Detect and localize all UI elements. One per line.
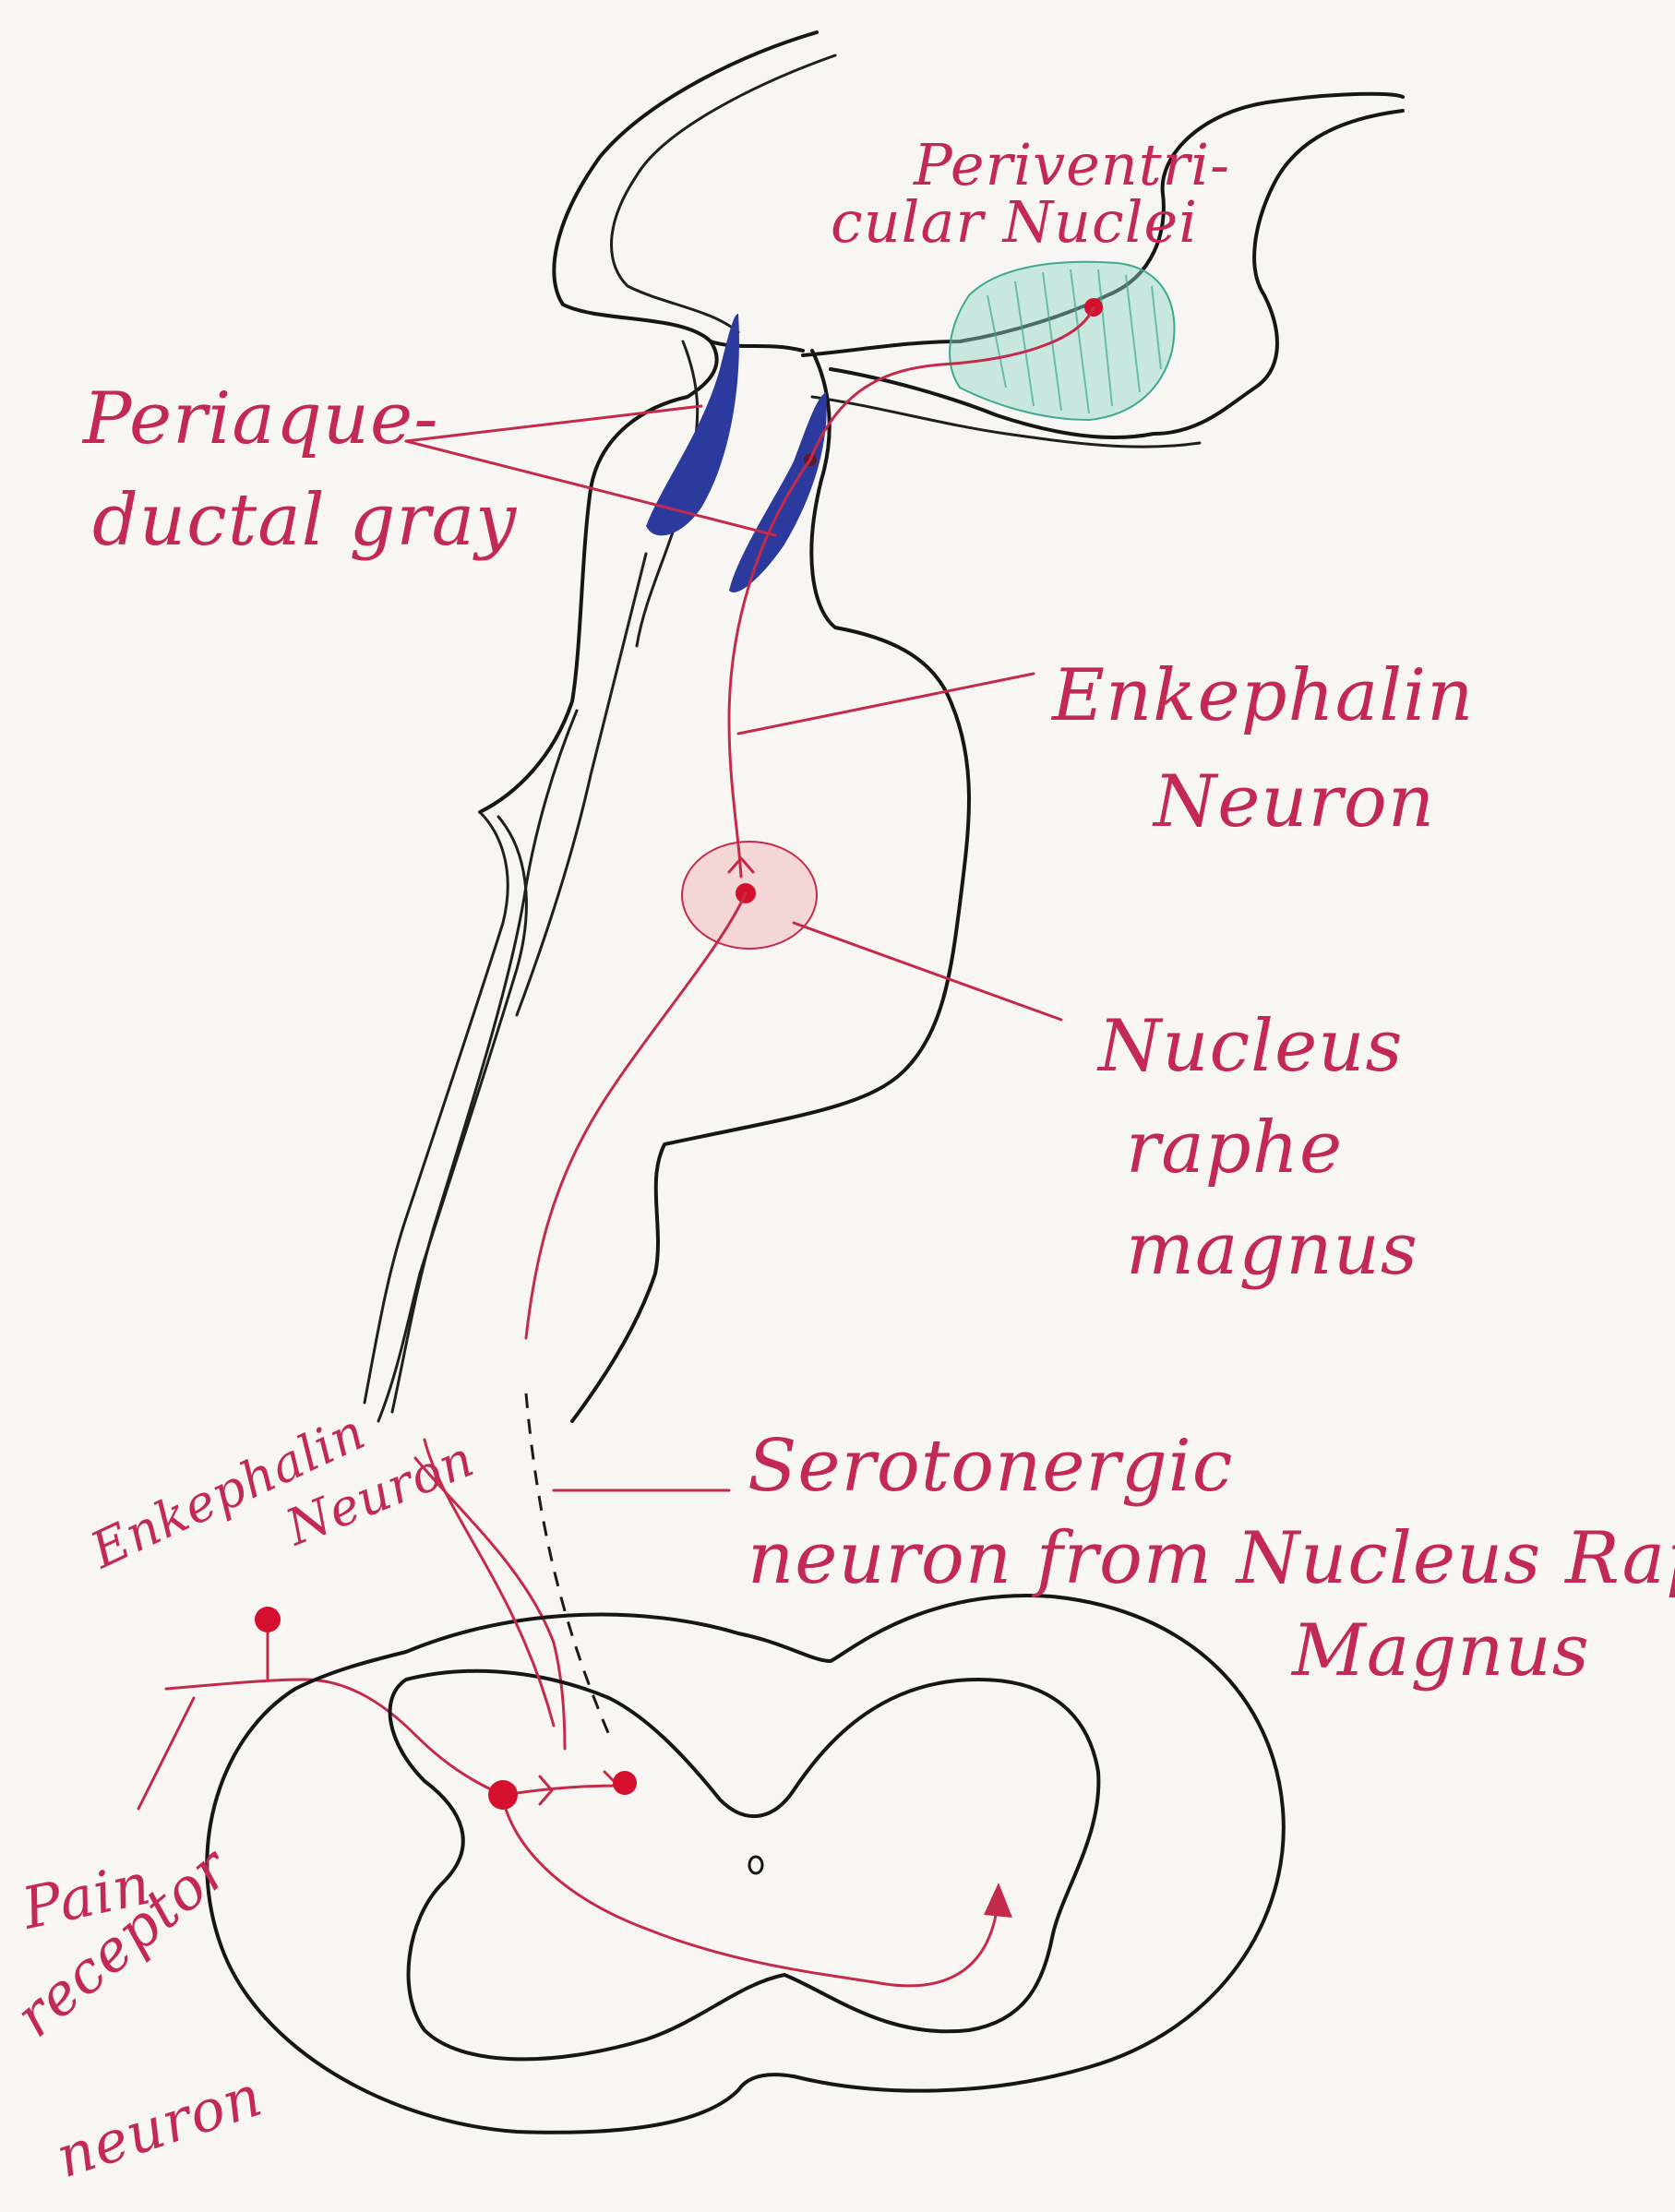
pain-receptor-axon [166, 1680, 503, 1795]
brainstem-left-wall-inner [612, 55, 836, 332]
raphe-label-line2: raphe [1126, 1106, 1343, 1190]
descending-strand-1 [365, 812, 508, 1403]
leader-enkephalin-upper [738, 674, 1034, 734]
periventricular-nuclei-region [950, 262, 1174, 420]
nucleus-raphe-magnus-region [682, 842, 817, 949]
enkephalin-neuron-lower-axon [415, 1458, 565, 1749]
enkephalin-upper-label-line1: Enkephalin [1050, 654, 1474, 737]
cord-neuron-soma-left [488, 1780, 518, 1810]
ascending-tract [503, 1799, 997, 1986]
labels: Periventri- cular Nuclei Periaque- ducta… [3, 131, 1675, 2191]
enkephalin-upper-label-line2: Neuron [1152, 760, 1435, 843]
periaqueductal-left-band [646, 314, 739, 535]
serotonergic-label-line3: Magnus [1290, 1609, 1590, 1692]
central-canal [749, 1857, 762, 1873]
ascending-tract-arrowhead [984, 1883, 1012, 1918]
periventricular-area [950, 262, 1174, 420]
leader-raphe [794, 923, 1061, 1020]
leader-pain-receptor [138, 1698, 194, 1809]
serotonergic-axon [526, 893, 746, 1338]
periventricular-label-line2: cular Nuclei [831, 188, 1198, 256]
spinal-cord-section [207, 1596, 1284, 2133]
periaqueductal-label-line1: Periaque- [81, 377, 439, 460]
serotonergic-label-line2: neuron from Nucleus Raphe [748, 1517, 1675, 1600]
raphe-label-line1: Nucleus [1096, 1005, 1404, 1088]
pain-receptor-label-line3: neuron [48, 2062, 270, 2191]
cord-neuron-soma-right [613, 1771, 637, 1795]
midbrain-aqueduct-top [711, 341, 803, 351]
spinal-cord-gray-matter [390, 1671, 1099, 2060]
pain-receptor-soma [255, 1607, 281, 1632]
spinal-cord-outer [207, 1596, 1284, 2133]
raphe-label-line3: magnus [1126, 1208, 1418, 1291]
cord-synapse-link [503, 1786, 618, 1795]
leader-periaqueductal-1 [406, 406, 701, 441]
periaqueductal-gray-region [646, 314, 827, 592]
serotonergic-label-line1: Serotonergic [748, 1425, 1233, 1508]
brainstem-left-wall-outer [480, 32, 817, 812]
descending-strand-2 [378, 817, 526, 1421]
periaqueductal-label-line2: ductal gray [92, 479, 517, 562]
